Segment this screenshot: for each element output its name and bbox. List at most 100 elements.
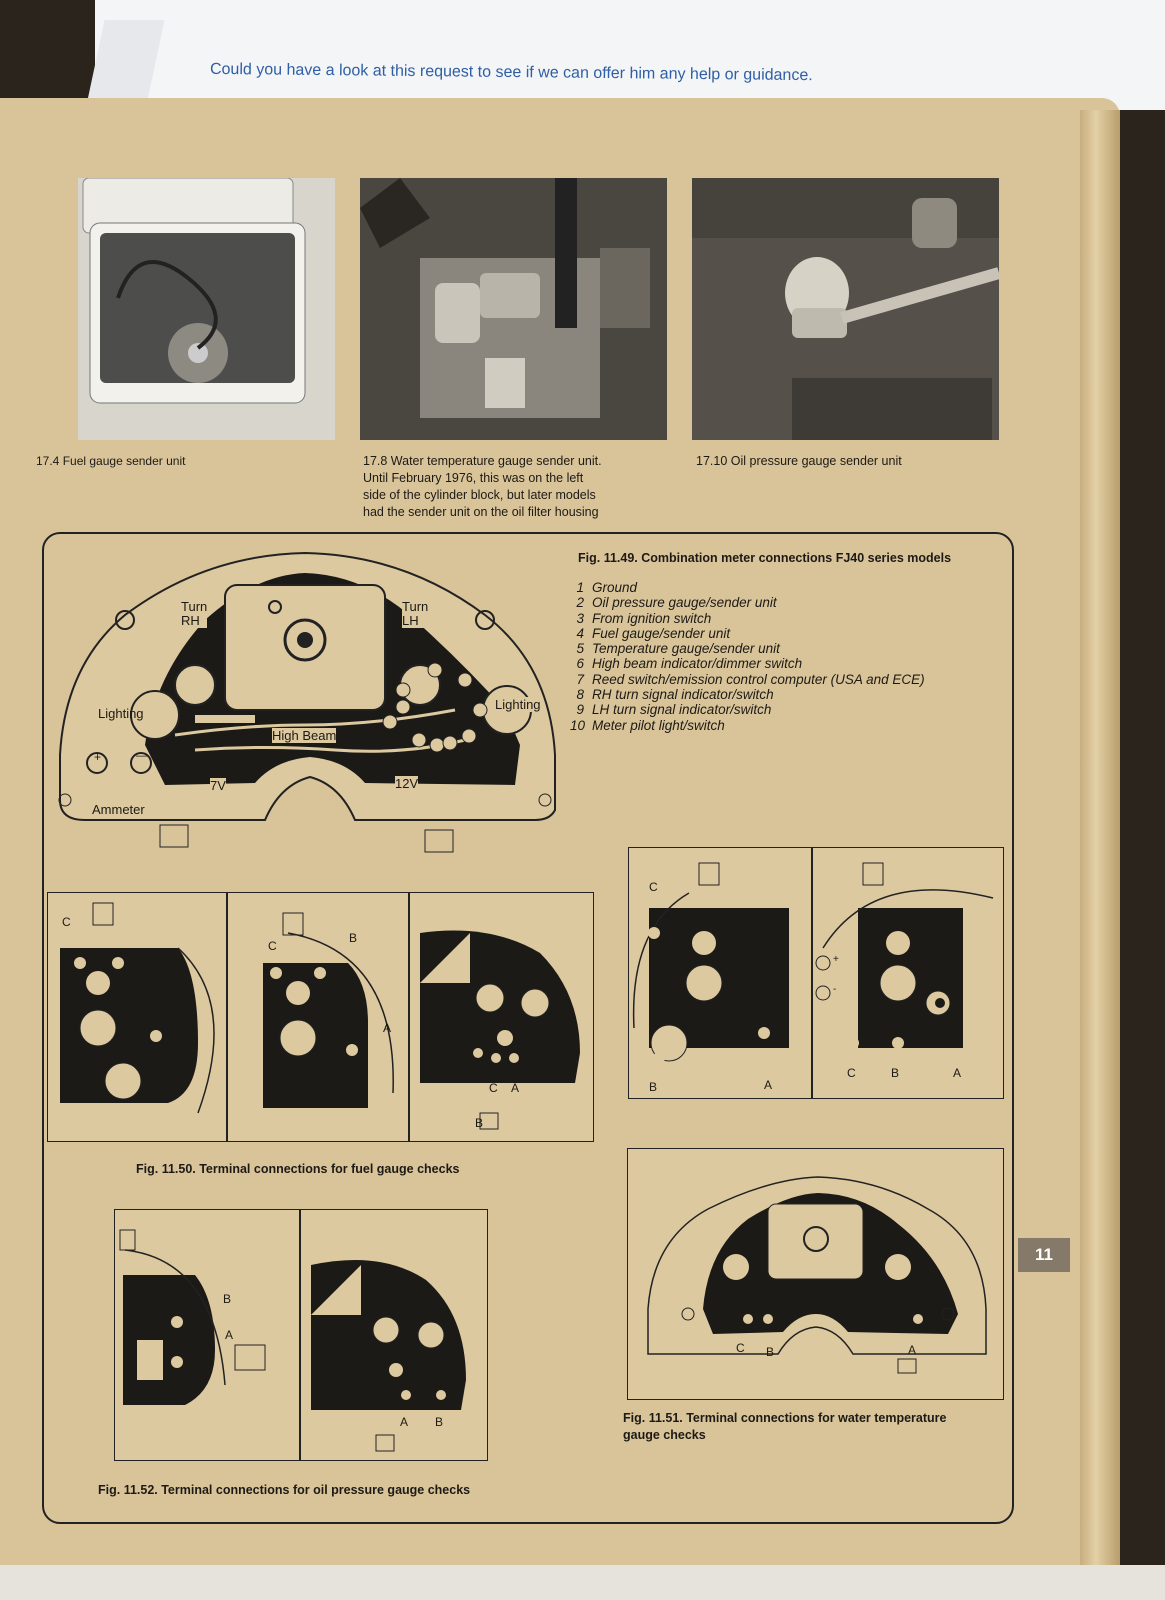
- caption-17-10: 17.10 Oil pressure gauge sender unit: [696, 454, 902, 468]
- legend-row: 8 RH turn signal indicator/switch: [570, 687, 925, 702]
- legend-text: High beam indicator/dimmer switch: [592, 656, 803, 672]
- legend-num: 1: [576, 580, 584, 595]
- terminal-c: C: [489, 1081, 498, 1095]
- terminal-a: A: [181, 1041, 190, 1055]
- photo-water-temp-sender-drawing: [360, 178, 667, 440]
- meter-drawing: [632, 862, 789, 1064]
- terminal-c: C: [736, 1341, 745, 1355]
- meter-drawing: [60, 902, 215, 1114]
- legend-row: 1 Ground: [570, 580, 925, 595]
- label-high-beam: High Beam: [272, 728, 337, 743]
- terminal-b: B: [766, 1345, 775, 1359]
- legend-num: 7: [576, 671, 584, 687]
- legend-text: Fuel gauge/sender unit: [592, 625, 731, 641]
- label-plus: +: [94, 750, 102, 764]
- legend-text: From ignition switch: [592, 610, 712, 626]
- fig-11-52-panel-left: B A: [114, 1209, 300, 1461]
- fig-11-50-title: Fig. 11.50. Terminal connections for fue…: [136, 1162, 460, 1176]
- meter-drawing: [647, 1176, 987, 1374]
- legend-text: Ground: [592, 580, 638, 595]
- meter-drawing: [420, 930, 580, 1130]
- legend-row: 9 LH turn signal indicator/switch: [570, 702, 925, 717]
- terminal-b: B: [349, 931, 358, 945]
- terminal-b: B: [475, 1116, 484, 1130]
- bottom-strip: [0, 1565, 1165, 1600]
- terminal-c: C: [847, 1066, 856, 1080]
- legend-row: 3 From ignition switch: [570, 611, 925, 626]
- legend-row: 4 Fuel gauge/sender unit: [570, 626, 925, 641]
- fig-11-49-title: Fig. 11.49. Combination meter connection…: [578, 551, 952, 565]
- terminal-a: A: [908, 1343, 917, 1357]
- legend-text: LH turn signal indicator/switch: [592, 702, 772, 718]
- legend-text: RH turn signal indicator/switch: [592, 687, 774, 703]
- label-turn-lh-line: Turn: [402, 599, 429, 614]
- fig-11-51-title-line: Fig. 11.51. Terminal connections for wat…: [623, 1411, 947, 1425]
- fig-11-52-panel-right: A B: [300, 1209, 488, 1461]
- terminal-a: A: [764, 1078, 773, 1092]
- figure-frame: [42, 532, 1014, 1524]
- legend-text: Oil pressure gauge/sender unit: [592, 595, 777, 611]
- caption-17-8-line: had the sender unit on the oil filter ho…: [363, 505, 599, 519]
- terminal-c: C: [268, 939, 277, 953]
- fig-11-50-panel-3: C A B: [409, 892, 594, 1142]
- label-lighting-right: Lighting: [495, 697, 541, 712]
- fig-11-51-panel-wide: C B A: [627, 1148, 1004, 1400]
- terminal-b: B: [166, 949, 175, 963]
- legend-text: Temperature gauge/sender unit: [592, 641, 780, 657]
- fig-11-51-panel-left: C B A: [628, 847, 812, 1099]
- page-edge: [1080, 110, 1120, 1570]
- terminal-plus: +: [833, 954, 839, 965]
- legend-text: Reed switch/emission control computer (U…: [592, 671, 925, 687]
- fig-11-52-title: Fig. 11.52. Terminal connections for oil…: [98, 1483, 471, 1497]
- label-lighting-left: Lighting: [98, 706, 144, 721]
- legend-num: 6: [576, 656, 584, 672]
- fig-11-51-title-line: gauge checks: [623, 1428, 706, 1442]
- photo-water-temp-sender: [360, 178, 667, 440]
- caption-17-8-line: side of the cylinder block, but later mo…: [363, 488, 596, 502]
- terminal-a: A: [511, 1081, 520, 1095]
- caption-17-8-line: Until February 1976, this was on the lef…: [363, 471, 584, 485]
- label-minus: —: [136, 750, 147, 762]
- terminal-b: B: [891, 1066, 900, 1080]
- fig-11-50-panel-1: C B A: [47, 892, 227, 1142]
- legend-row: 7 Reed switch/emission control computer (…: [570, 671, 925, 687]
- legend-num: 4: [576, 625, 584, 641]
- terminal-b: B: [223, 1292, 232, 1306]
- fig-11-50-panel-2: C B A: [227, 892, 409, 1142]
- legend-row: 6 High beam indicator/dimmer switch: [570, 656, 925, 671]
- terminal-a: A: [953, 1066, 962, 1080]
- legend-num: 10: [570, 717, 586, 733]
- terminal-b: B: [649, 1080, 658, 1094]
- terminal-minus: -: [833, 984, 837, 995]
- terminal-a: A: [400, 1415, 409, 1429]
- fig-11-51-title: Fig. 11.51. Terminal connections for wat…: [623, 1410, 946, 1444]
- legend-row: 5 Temperature gauge/sender unit: [570, 641, 925, 656]
- photo-fuel-sender-drawing: [78, 178, 335, 440]
- meter-drawing: [263, 912, 394, 1108]
- caption-17-8-line: 17.8 Water temperature gauge sender unit…: [363, 454, 602, 468]
- legend-num: 8: [576, 687, 584, 703]
- label-turn-rh-line: Turn: [181, 599, 208, 614]
- legend-text: Meter pilot light/switch: [592, 717, 725, 733]
- meter-drawing: [119, 1229, 266, 1405]
- caption-17-8: 17.8 Water temperature gauge sender unit…: [363, 453, 602, 521]
- overlay-note-sheet: [95, 0, 1165, 110]
- fig-11-51-panel-right: + - C B A: [812, 847, 1004, 1099]
- legend-num: 5: [576, 641, 584, 657]
- terminal-c: C: [649, 880, 658, 894]
- legend-num: 2: [576, 595, 584, 611]
- legend-row: 10 Meter pilot light/switch: [570, 718, 925, 733]
- label-turn-lh-line: LH: [402, 613, 419, 628]
- terminal-a: A: [225, 1328, 234, 1342]
- meter-drawing: [311, 1260, 466, 1452]
- label-turn-rh-line: RH: [181, 613, 200, 628]
- photo-oil-pressure-sender: [692, 178, 999, 440]
- legend-num: 3: [576, 610, 584, 626]
- terminal-a: A: [383, 1021, 392, 1035]
- terminal-c: C: [62, 915, 71, 929]
- caption-17-4: 17.4 Fuel gauge sender unit: [36, 454, 186, 468]
- legend-num: 9: [576, 702, 584, 718]
